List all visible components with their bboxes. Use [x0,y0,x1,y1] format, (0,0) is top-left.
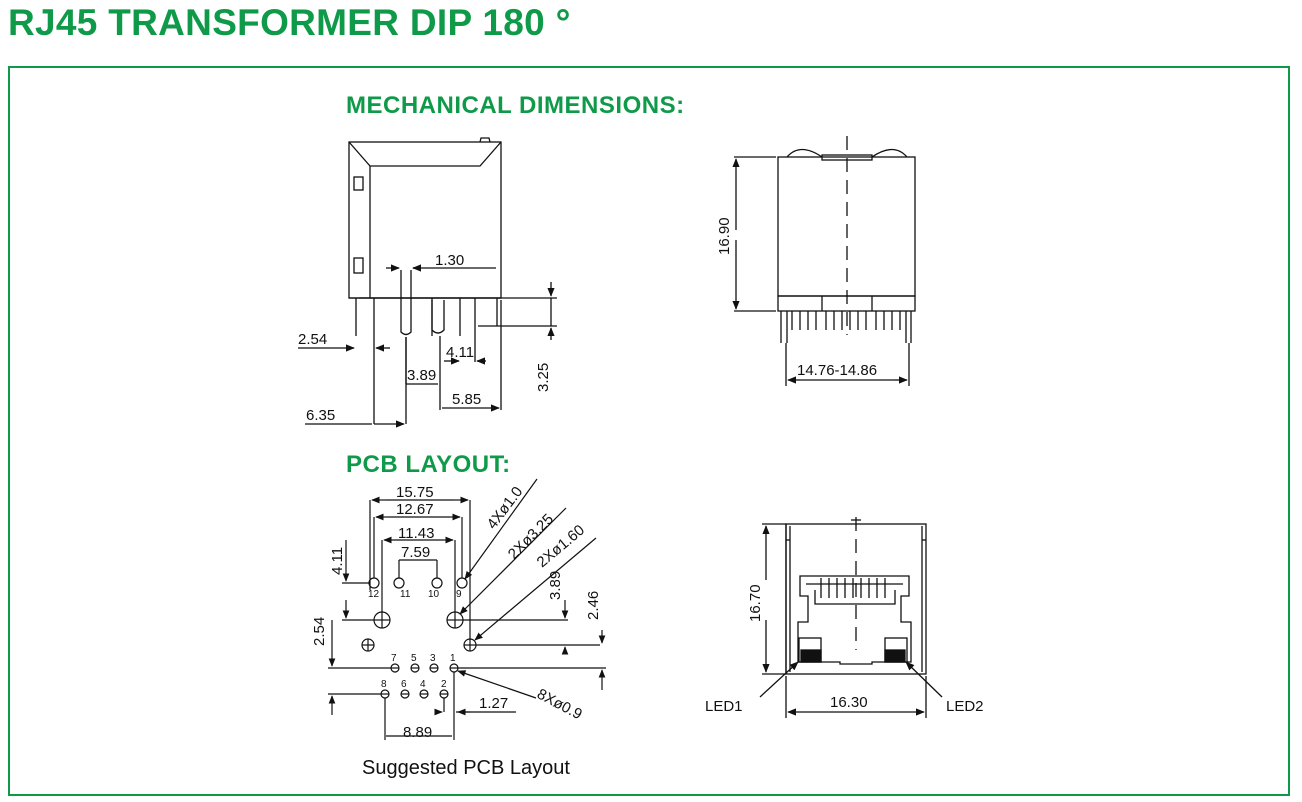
drawing-frame [8,66,1290,796]
led2-label: LED2 [946,698,984,715]
dim-1-27: 1.27 [479,695,508,712]
pin-label-1: 1 [450,653,456,664]
dim-12-67: 12.67 [396,501,434,518]
dim-16-70: 16.70 [747,584,764,622]
pcb-caption: Suggested PCB Layout [362,757,570,779]
pin-label-7: 7 [391,653,397,664]
dim-2-54: 2.54 [298,331,327,348]
pin-label-8: 8 [381,679,387,690]
dim-8-89: 8.89 [403,724,432,741]
dim-6-35: 6.35 [306,407,335,424]
dim-16-30: 16.30 [830,694,868,711]
dim-1-30: 1.30 [435,252,464,269]
pin-label-2: 2 [441,679,447,690]
dim-7-59: 7.59 [401,544,430,561]
dim-3-25: 3.25 [535,363,552,392]
dim-2-54-pcb: 2.54 [311,617,328,646]
pcb-layout-heading: PCB LAYOUT: [346,451,511,478]
page-title: RJ45 TRANSFORMER DIP 180 ° [8,2,571,43]
dim-5-85: 5.85 [452,391,481,408]
mechanical-dimensions-heading: MECHANICAL DIMENSIONS: [346,92,685,119]
dim-3-89: 3.89 [407,367,436,384]
pin-label-3: 3 [430,653,436,664]
rear-view [759,517,943,718]
pin-label-5: 5 [411,653,417,664]
dim-4-11-pcb: 4.11 [329,547,346,575]
pin-label-10: 10 [428,589,440,600]
label-8x-dia-0-9: 8Xø0.9 [534,686,585,724]
pcb-layout [328,478,606,740]
dim-2-46: 2.46 [585,591,602,620]
dim-3-89-pcb: 3.89 [547,571,564,600]
pin-label-12: 12 [368,589,380,600]
label-4x-dia-1-0: 4Xø1.0 [484,484,527,533]
front-view [732,136,916,386]
dim-11-43: 11.43 [398,525,434,542]
pin-label-4: 4 [420,679,426,690]
pin-label-9: 9 [456,589,462,600]
pin-label-11: 11 [400,589,411,600]
dim-4-11: 4.11 [446,344,474,361]
dim-16-90: 16.90 [716,217,733,255]
dim-14-76-14-86: 14.76-14.86 [797,362,877,379]
dim-15-75: 15.75 [396,484,434,501]
pin-label-6: 6 [401,679,407,690]
led1-label: LED1 [705,698,743,715]
side-view [298,137,557,428]
